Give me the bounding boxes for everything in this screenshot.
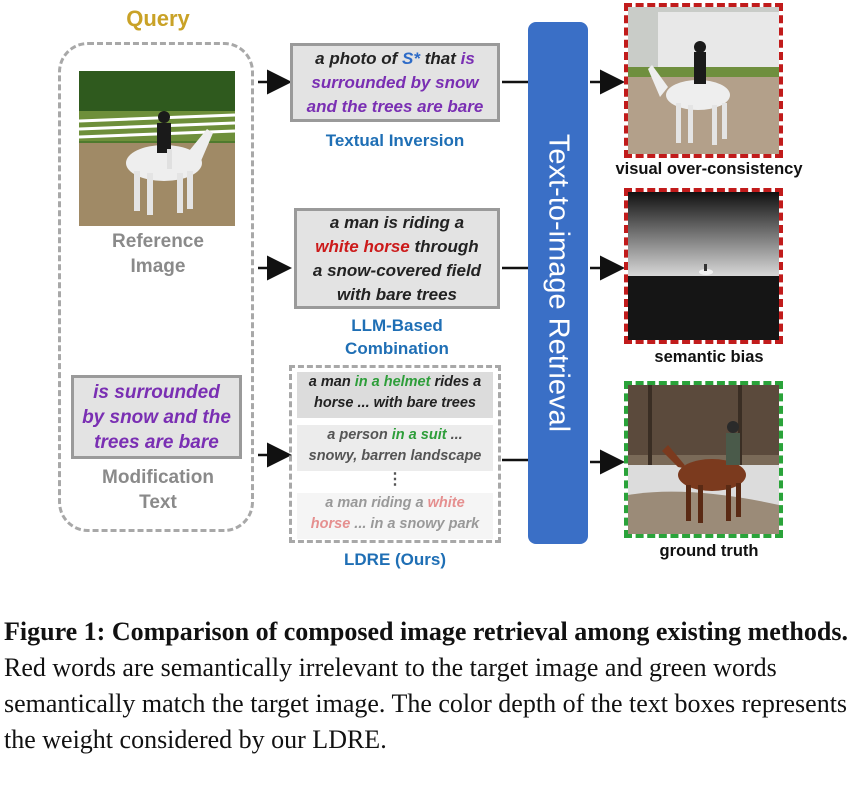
result-3-label: ground truth xyxy=(659,542,759,560)
modification-text-line3: trees are bare xyxy=(94,431,219,453)
ldre-item1-line2: horse ... with bare trees xyxy=(314,395,476,411)
llm-line4: with bare trees xyxy=(337,284,457,304)
llm-combination-box: a man is riding a white horse through a … xyxy=(294,208,500,309)
ldre-item1-a: a man xyxy=(308,374,355,390)
ldre-item3-a: a man riding a xyxy=(325,495,428,511)
ldre-item-3: a man riding a white horse ... in a snow… xyxy=(297,493,493,539)
textual-inversion-box: a photo of S* that is surrounded by snow… xyxy=(290,43,500,122)
retrieval-label: Text-to-image Retrieval xyxy=(542,133,575,433)
ti-line1-b: that xyxy=(420,48,461,68)
ldre-item3-line2-rest: ... in a snowy park xyxy=(350,516,480,532)
figure-caption: Figure 1: Comparison of composed image r… xyxy=(4,614,864,758)
ldre-item3-line2: horse ... in a snowy park xyxy=(297,514,493,535)
caption-bold: Figure 1: Comparison of composed image r… xyxy=(4,617,848,646)
query-title: Query xyxy=(126,6,190,31)
result-3-photo xyxy=(628,385,779,534)
result-2-image xyxy=(624,188,783,344)
result-1-image xyxy=(624,3,783,158)
ldre-item2-green: in a suit xyxy=(391,427,447,443)
modification-text-line2: by snow and the xyxy=(82,406,231,428)
caption-rest: Red words are semantically irrelevant to… xyxy=(4,653,848,754)
llm-line2-rest: through xyxy=(409,236,479,256)
ldre-label: LDRE (Ours) xyxy=(344,550,446,569)
ldre-item2-a: a person xyxy=(327,427,392,443)
ti-line1-a: a photo of xyxy=(315,48,403,68)
llm-line1: a man is riding a xyxy=(329,212,465,232)
text-to-image-retrieval-bar: Text-to-image Retrieval xyxy=(528,22,588,544)
modification-text-label: Modification Text xyxy=(78,465,238,515)
ldre-item2-line2: snowy, barren landscape xyxy=(308,448,482,464)
llm-line2: white horse through xyxy=(297,235,497,259)
connector-arrows xyxy=(258,69,625,475)
modification-label-line2: Text xyxy=(139,492,177,513)
result-1-label: visual over-consistency xyxy=(615,160,803,178)
ldre-item-1: a man in a helmet rides a horse ... with… xyxy=(297,372,493,418)
modification-text-box: is surrounded by snow and the trees are … xyxy=(71,375,242,459)
result-2-photo xyxy=(628,192,779,340)
ti-line1: a photo of S* that is xyxy=(293,47,497,71)
query-box xyxy=(58,42,254,532)
ldre-item2-line1: a person in a suit ... xyxy=(297,425,493,446)
reference-label-line1: Reference xyxy=(112,231,204,252)
ti-line2: surrounded by snow xyxy=(311,72,479,92)
ti-token: S* xyxy=(402,48,421,68)
modification-text-line1: is surrounded xyxy=(93,381,220,403)
llm-combination-label: LLM-Based Combination xyxy=(294,314,500,360)
reference-image-label: Reference Image xyxy=(78,229,238,279)
ldre-item2-b: ... xyxy=(446,427,463,443)
ldre-item1-b: rides a xyxy=(430,374,482,390)
ldre-item3-line2-red: horse xyxy=(310,516,351,532)
llm-line3: a snow-covered field xyxy=(312,260,482,280)
result-2-label: semantic bias xyxy=(654,348,764,366)
reference-label-line2: Image xyxy=(130,256,186,277)
ti-line3: and the trees are bare xyxy=(306,96,484,116)
textual-inversion-label: Textual Inversion xyxy=(325,131,465,150)
result-3-image xyxy=(624,381,783,538)
ti-line1-c: is xyxy=(460,48,475,68)
llm-label-line2: Combination xyxy=(345,339,449,358)
llm-label-line1: LLM-Based xyxy=(351,316,443,335)
ldre-item1-line1: a man in a helmet rides a xyxy=(297,372,493,393)
llm-line2-red: white horse xyxy=(315,236,410,256)
reference-image xyxy=(79,71,235,226)
ldre-box: a man in a helmet rides a horse ... with… xyxy=(289,365,501,543)
ldre-item1-green: in a helmet xyxy=(354,374,431,390)
ldre-item3-red: white xyxy=(427,495,465,511)
result-1-photo xyxy=(628,7,779,154)
ldre-item3-line1: a man riding a white xyxy=(297,493,493,514)
modification-label-line1: Modification xyxy=(102,467,214,488)
ldre-ellipsis: ⋮ xyxy=(387,471,403,488)
ldre-item-2: a person in a suit ... snowy, barren lan… xyxy=(297,425,493,471)
